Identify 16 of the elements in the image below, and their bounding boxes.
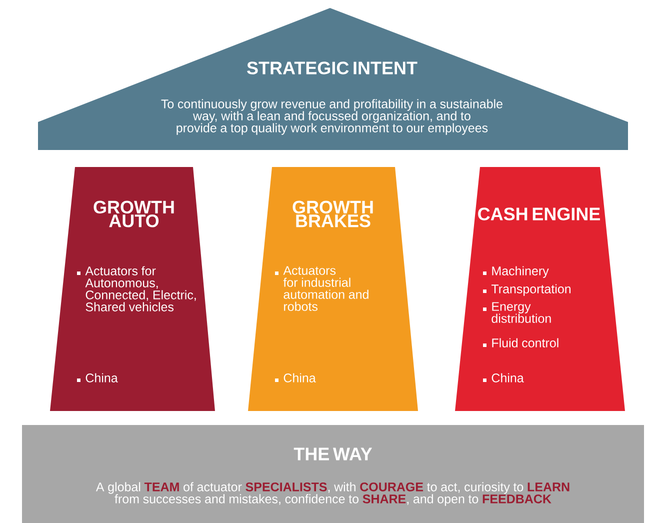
body-text: To continuously grow revenue and profitability in a sustainable way, with a lean and focussed organization, and to provide a top quality work environment to our employees (161, 99, 502, 135)
bullet-item: Fluid control (483, 338, 558, 348)
bullet-item: Transportation (483, 284, 570, 296)
body-text: A global TEAM of actuator SPECIALISTS, with COURAGE to act, curiosity to LEARN from successes and mistakes, confidence to SHARE, and open to FEEDBACK (96, 482, 570, 506)
heading: STRATEGIC INTENT (247, 62, 418, 74)
bullet-item: China (483, 373, 524, 382)
bullet-item: Actuators for industrial automation and robots (275, 266, 368, 311)
bullet-item: China (77, 373, 118, 382)
heading: THE WAY (294, 448, 372, 460)
heading: CASH ENGINE (478, 208, 600, 220)
bullet-item: Energy distribution (483, 302, 551, 323)
bullet-item: Actuators for Autonomous, Connected, Electric, Shared vehicles (77, 266, 196, 312)
bullet-item: Machinery (483, 266, 549, 278)
heading: GROWTH AUTO (94, 200, 174, 228)
bullet-item: China (275, 373, 316, 382)
heading: GROWTH BRAKES (292, 200, 373, 228)
